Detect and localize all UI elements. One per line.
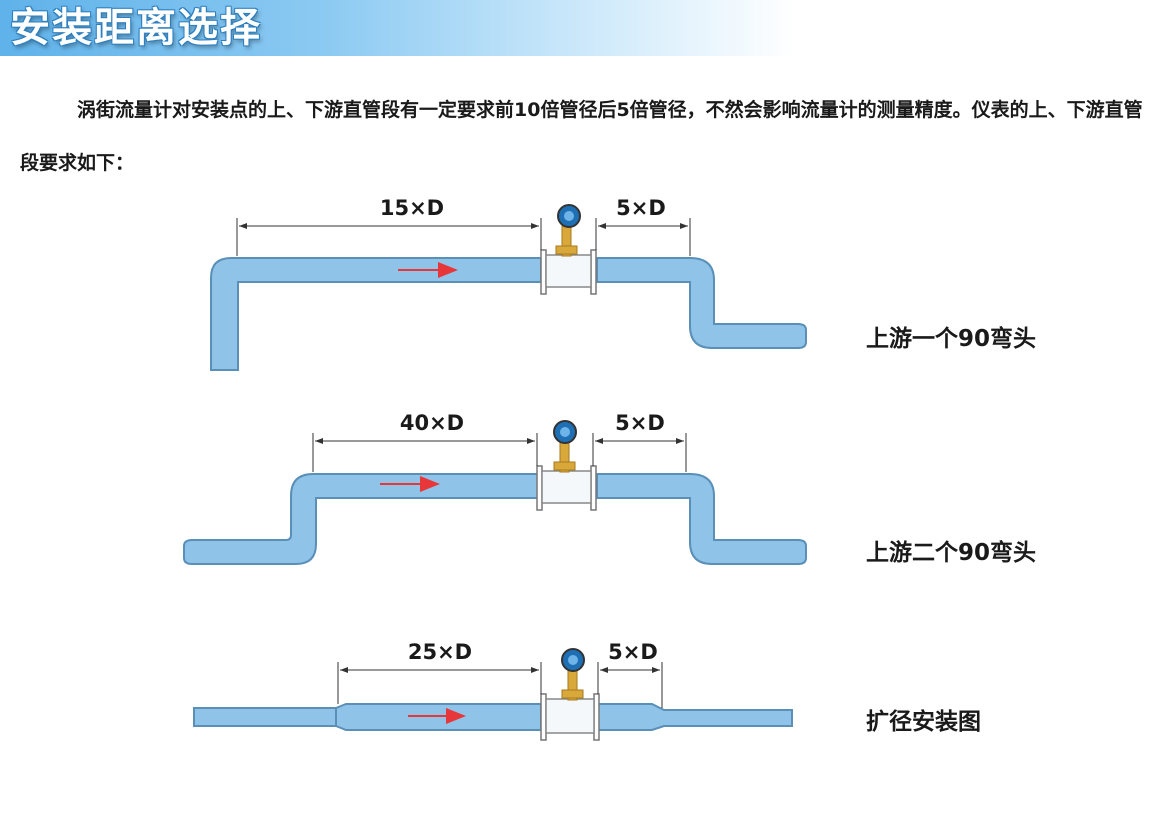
dimension-label-upstream: 40×D — [400, 411, 464, 435]
pipe-downstream — [596, 703, 793, 731]
pipe-upstream — [183, 473, 542, 565]
diagram-expansion: 25×D 5×D 扩径安装图 — [193, 640, 981, 741]
header-band — [0, 0, 1170, 56]
dimension-downstream-1 — [595, 218, 691, 256]
page-title: 安装距离选择 — [10, 5, 262, 51]
dimension-label-upstream: 15×D — [380, 196, 444, 220]
dimension-upstream-3 — [337, 662, 542, 704]
dimension-label-upstream: 25×D — [408, 640, 472, 664]
dimension-label-downstream: 5×D — [608, 640, 658, 664]
diagram-double-elbow: 40×D 5×D 上游二个90弯头 — [183, 411, 1036, 566]
dimension-downstream-3 — [597, 662, 663, 708]
diagram-caption: 上游一个90弯头 — [866, 325, 1036, 352]
pipe-upstream — [210, 257, 542, 371]
dimension-upstream-1 — [236, 218, 542, 256]
dimension-label-downstream: 5×D — [615, 411, 665, 435]
pipe-downstream — [596, 257, 807, 349]
vortex-meter-3 — [540, 648, 600, 741]
diagram-single-elbow: 15×D 5×D 上游一个90弯头 — [210, 196, 1036, 371]
intro-paragraph: 涡街流量计对安装点的上、下游直管段有一定要求前10倍管径后5倍管径，不然会影响流… — [20, 99, 1143, 174]
dimension-label-downstream: 5×D — [616, 196, 666, 220]
pipe-downstream — [596, 473, 807, 565]
vortex-meter-1 — [540, 204, 597, 295]
vortex-meter-2 — [536, 420, 597, 511]
diagram-caption: 上游二个90弯头 — [866, 539, 1036, 566]
diagram-caption: 扩径安装图 — [866, 708, 981, 735]
dimension-upstream-2 — [312, 433, 538, 472]
dimension-downstream-2 — [592, 433, 687, 472]
pipe-upstream-narrow — [193, 707, 337, 727]
